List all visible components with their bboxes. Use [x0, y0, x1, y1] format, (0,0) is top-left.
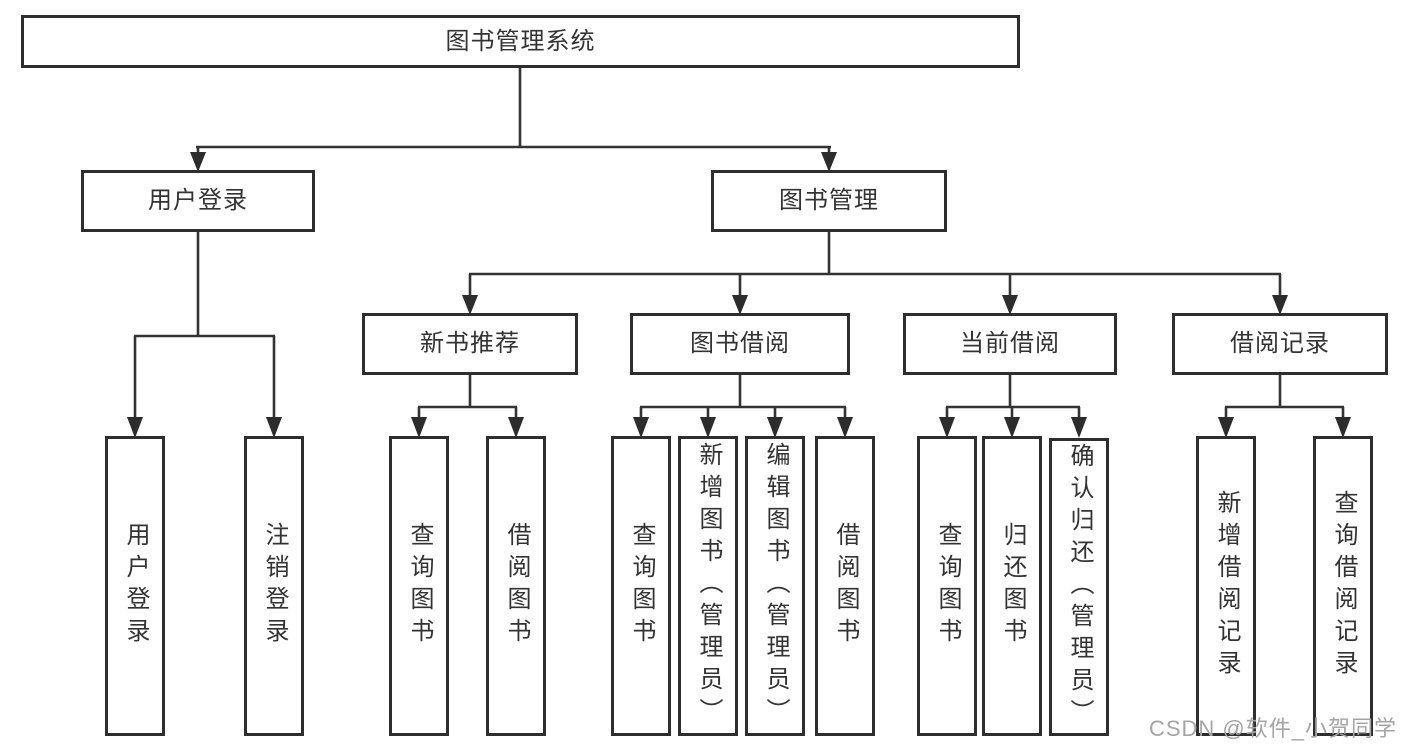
leaf-nbr-query-books: 查询图书 [389, 436, 449, 736]
leaf-bb-query-books: 查询图书 [611, 436, 671, 736]
node-label: 确认归还（管理员） [1066, 443, 1093, 731]
node-new-book-recommend: 新书推荐 [362, 313, 578, 375]
leaf-br-query-record: 查询借阅记录 [1313, 436, 1373, 736]
leaf-br-add-record: 新增借阅记录 [1196, 436, 1256, 736]
node-label: 查询图书 [406, 522, 433, 650]
node-label: 新增借阅记录 [1213, 490, 1240, 682]
node-label: 编辑图书（管理员） [762, 442, 789, 730]
node-label: 查询图书 [628, 522, 655, 650]
csdn-watermark: CSDN @软件_小贺同学 [1148, 716, 1397, 741]
node-label: 归还图书 [999, 522, 1026, 650]
leaf-bb-borrow-books: 借阅图书 [815, 436, 875, 736]
node-label: 用户登录 [122, 522, 149, 650]
node-label: 查询借阅记录 [1330, 490, 1357, 682]
node-book-borrowing: 图书借阅 [630, 313, 850, 375]
leaf-nbr-borrow-books: 借阅图书 [486, 436, 546, 736]
leaf-bb-add-books-admin: 新增图书（管理员） [678, 436, 738, 736]
node-label: 当前借阅 [960, 330, 1060, 357]
node-current-borrowing: 当前借阅 [903, 313, 1117, 375]
node-label: 借阅图书 [832, 522, 859, 650]
node-label: 图书管理 [779, 187, 879, 214]
node-library-management-system: 图书管理系统 [21, 15, 1020, 68]
node-label: 图书管理系统 [445, 27, 596, 55]
node-borrowing-records: 借阅记录 [1172, 313, 1388, 375]
node-label: 借阅图书 [503, 522, 530, 650]
leaf-bb-edit-books-admin: 编辑图书（管理员） [745, 436, 805, 736]
node-label: 注销登录 [261, 522, 288, 650]
node-label: 用户登录 [148, 187, 248, 214]
node-label: 查询图书 [934, 522, 961, 650]
node-label: 借阅记录 [1230, 330, 1330, 357]
leaf-cb-query-books: 查询图书 [917, 436, 977, 736]
node-label: 图书借阅 [690, 330, 790, 357]
leaf-cb-return-books: 归还图书 [982, 436, 1042, 736]
node-user-login: 用户登录 [81, 170, 315, 232]
node-label: 新书推荐 [420, 330, 520, 357]
node-book-management: 图书管理 [711, 170, 947, 232]
node-label: 新增图书（管理员） [695, 442, 722, 730]
leaf-logout: 注销登录 [244, 436, 304, 736]
leaf-user-login: 用户登录 [105, 436, 165, 736]
leaf-cb-confirm-return-admin: 确认归还（管理员） [1049, 438, 1109, 736]
